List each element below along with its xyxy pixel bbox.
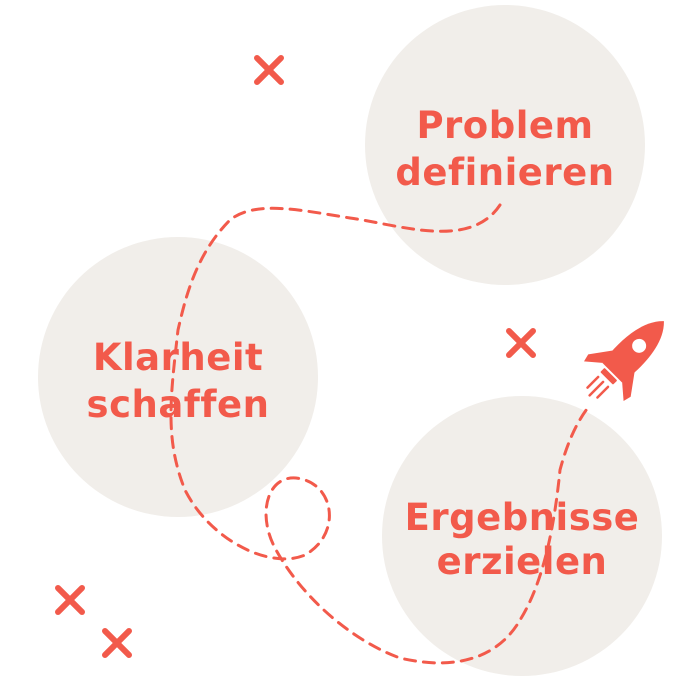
step-label-problem-line2: definieren xyxy=(395,151,614,194)
step-label-klarheit-line2: schaffen xyxy=(87,383,270,426)
step-circle-problem xyxy=(365,5,645,285)
step-circle-ergebnisse xyxy=(382,396,662,676)
cross-icon xyxy=(55,585,85,615)
step-label-problem-line1: Problem xyxy=(416,104,593,147)
step-label-ergebnisse-line2: erzielen xyxy=(437,540,608,583)
step-circle-klarheit xyxy=(38,237,318,517)
cross-icon xyxy=(102,628,132,658)
step-label-klarheit-line1: Klarheit xyxy=(93,336,263,379)
rocket-icon xyxy=(583,321,664,402)
cross-icon xyxy=(254,55,284,85)
step-label-ergebnisse-line1: Ergebnisse xyxy=(405,496,640,539)
dashed-journey-path xyxy=(169,203,592,665)
cross-icon xyxy=(506,328,536,358)
